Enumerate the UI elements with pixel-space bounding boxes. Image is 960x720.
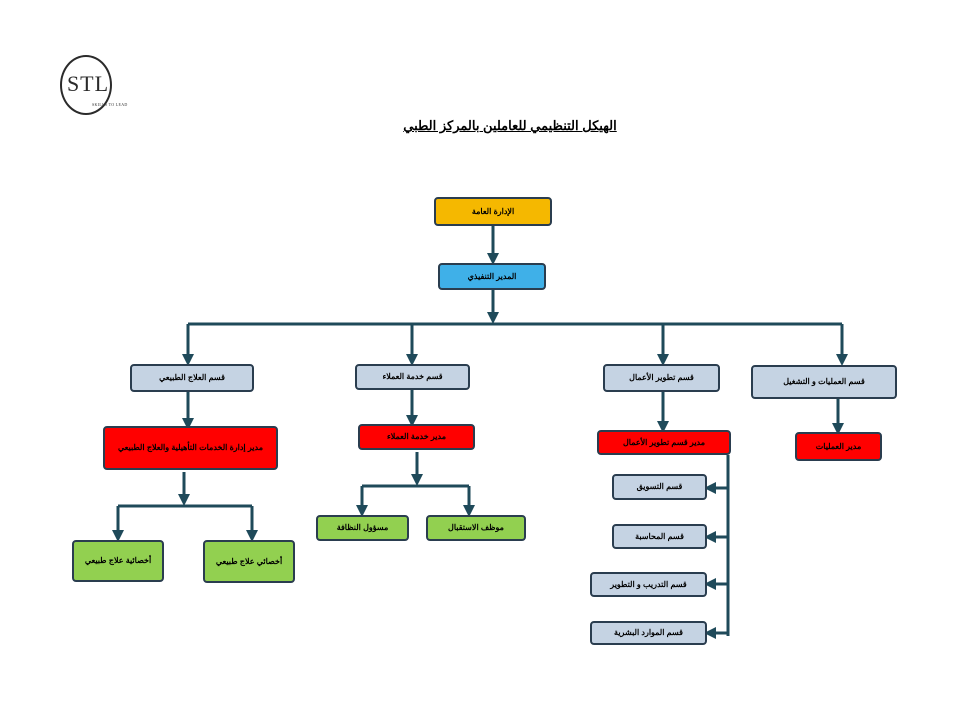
chart-title: الهيكل التنظيمي للعاملين بالمركز الطبي <box>403 118 617 133</box>
node-training-dept: قسم التدريب و التطوير <box>590 572 707 597</box>
node-physio-specialist-female: أخصائية علاج طبيعي <box>72 540 164 582</box>
logo-mark: STL <box>66 71 110 96</box>
stl-logo: STL SKILLS TO LEAD <box>60 55 127 117</box>
node-cs-manager: مدير خدمة العملاء <box>358 424 475 450</box>
node-physio-dept: قسم العلاج الطبيعي <box>130 364 254 392</box>
node-accounting-dept: قسم المحاسبة <box>612 524 707 549</box>
node-operations-dept: قسم العمليات و التشغيل <box>751 365 897 399</box>
logo-tagline: SKILLS TO LEAD <box>92 102 128 107</box>
node-cleaning-officer: مسؤول النظافة <box>316 515 409 541</box>
node-hr-dept: قسم الموارد البشرية <box>590 621 707 645</box>
node-reception-employee: موظف الاستقبال <box>426 515 526 541</box>
node-physio-manager: مدير إدارة الخدمات التأهيلية والعلاج الط… <box>103 426 278 470</box>
node-customer-service-dept: قسم خدمة العملاء <box>355 364 470 390</box>
node-general-management: الإدارة العامة <box>434 197 552 226</box>
node-marketing-dept: قسم التسويق <box>612 474 707 500</box>
node-ops-manager: مدير العمليات <box>795 432 882 461</box>
node-business-dev-dept: قسم تطوير الأعمال <box>603 364 720 392</box>
node-physio-specialist-male: أخصائي علاج طبيعي <box>203 540 295 583</box>
logo-ring <box>60 55 112 115</box>
node-bd-manager: مدير قسم تطوير الأعمال <box>597 430 731 455</box>
node-executive-director: المدير التنفيذي <box>438 263 546 290</box>
